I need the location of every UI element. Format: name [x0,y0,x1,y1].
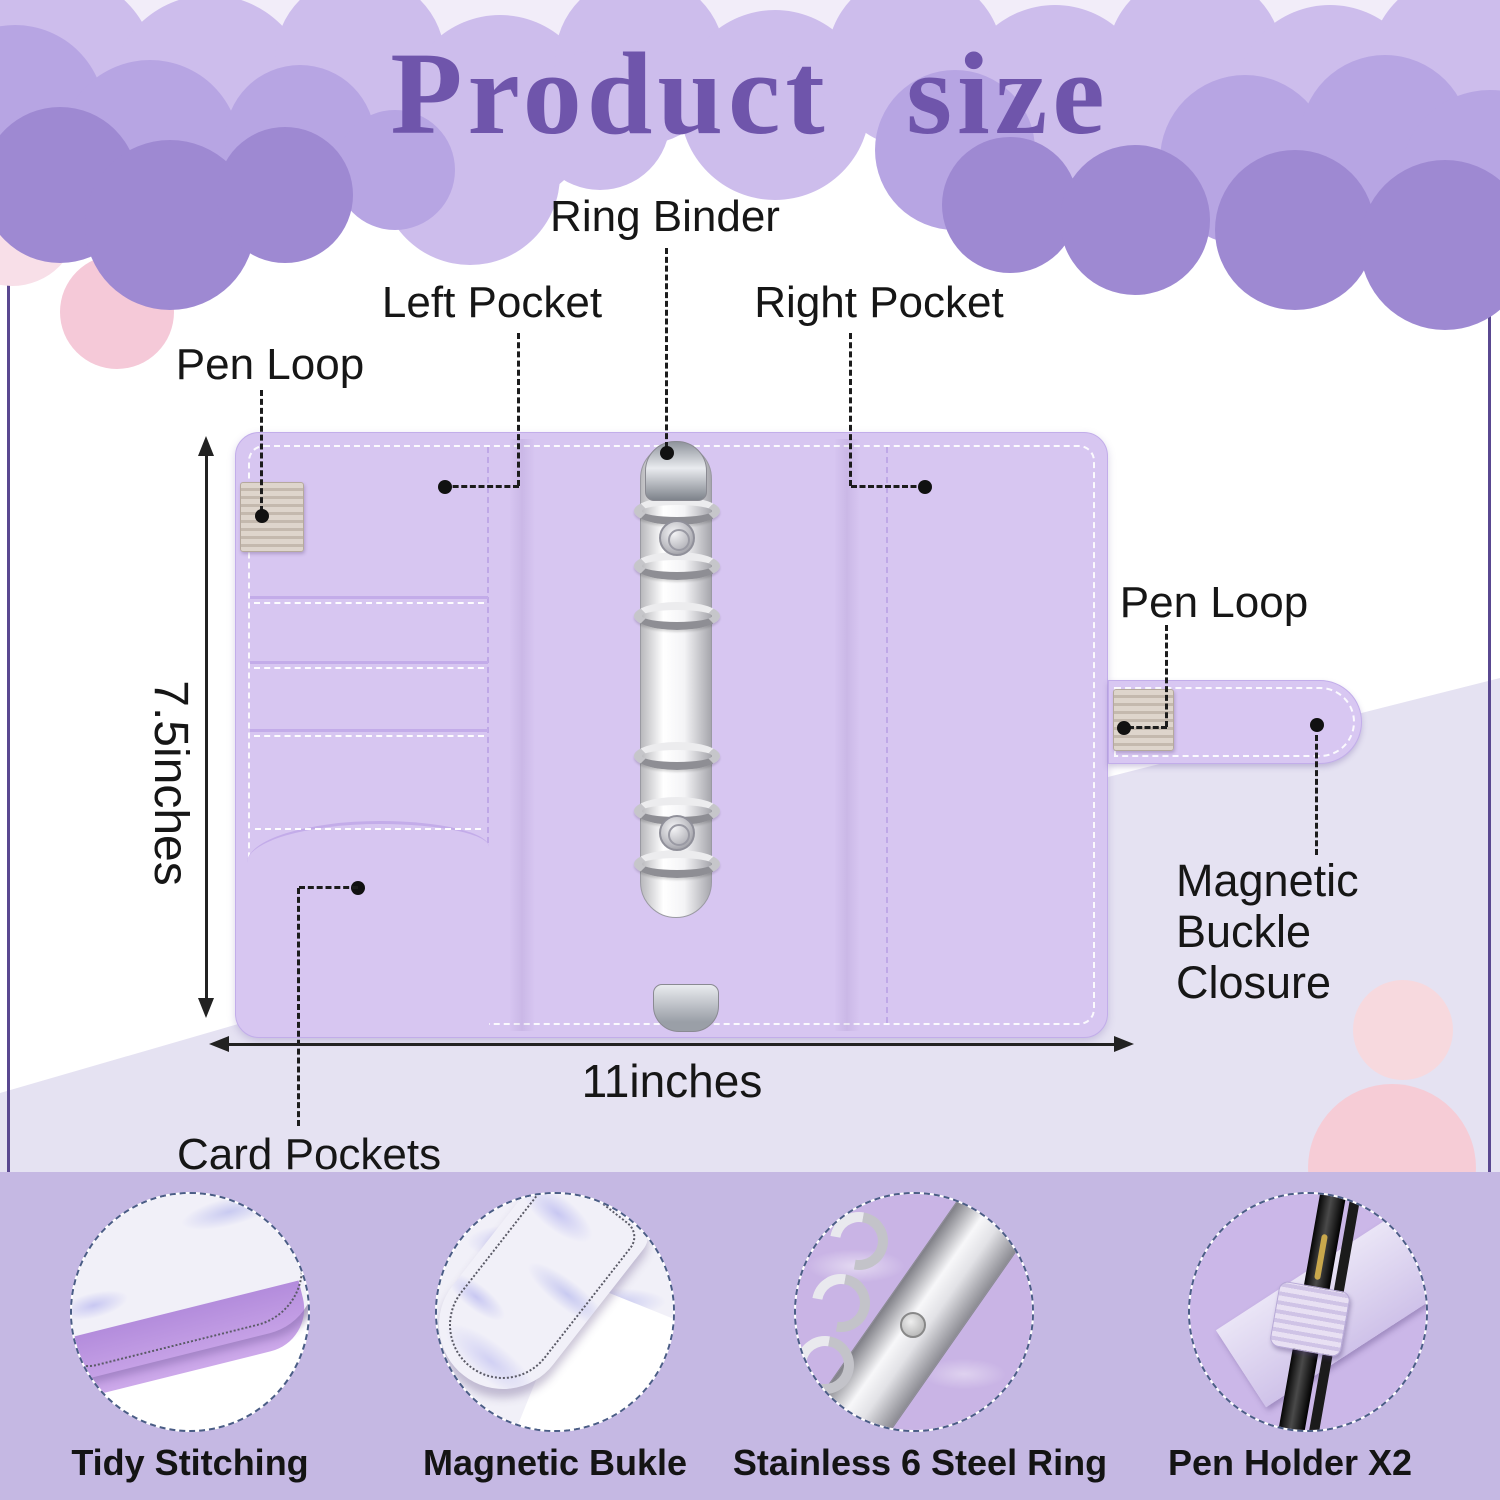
card-slot [250,729,488,737]
leader-dot [351,881,365,895]
leader-dot [1310,718,1324,732]
leader-dot [660,446,674,460]
right-border-line [1488,0,1491,1172]
leader-magnetic-buckle [1315,735,1318,855]
width-dimension-line [226,1043,1118,1046]
card-pocket-large [247,821,489,1025]
height-dimension-value: 7.5inches [144,680,197,886]
left-fold-shadow [509,439,535,1031]
height-dimension-line [205,452,208,1002]
leader-pen-loop-left [260,390,263,512]
label-card-pockets: Card Pockets [177,1130,442,1179]
right-fold-shadow [834,439,860,1031]
label-magnetic-line: Closure [1176,957,1332,1008]
label-right-pocket: Right Pocket [754,278,1004,327]
caption-steel-ring: Stainless 6 Steel Ring [732,1442,1108,1483]
label-magnetic-line: Magnetic [1176,855,1359,906]
ring-screw [900,1312,926,1338]
ring-rivet [659,815,695,851]
leader-left-pocket [444,485,519,488]
caption-tidy-stitching: Tidy Stitching [71,1442,309,1483]
tidy-stitching-photo [70,1192,310,1432]
leader-right-pocket [851,485,925,488]
label-ring-binder: Ring Binder [550,192,780,241]
leader-dot [1117,721,1131,735]
leader-dot [255,509,269,523]
leader-ring-binder [665,248,668,448]
leader-dot [438,480,452,494]
ring-clamp-top [645,441,707,501]
arrowhead-down [198,998,214,1018]
arrowhead-up [198,436,214,456]
leader-pen-loop-right [1165,625,1168,727]
label-magnetic-line: Buckle [1176,906,1312,957]
pen-loop-right-strap [1113,689,1174,751]
left-panel-seam [487,447,489,1023]
binder-ring [634,742,720,770]
leader-left-pocket [517,333,520,486]
ring-clamp-bottom [653,984,719,1032]
card-slot [250,596,488,604]
width-dimension-value: 11inches [581,1055,763,1107]
pen-loop-left-strap [240,482,304,552]
leader-pen-loop-right [1128,726,1167,729]
binder-ring [634,850,720,878]
label-pen-loop-right: Pen Loop [1119,578,1309,627]
left-border-line [7,0,10,1172]
label-magnetic-buckle: Magnetic Buckle Closure [1176,855,1359,1008]
page-title: Product size [390,28,1110,159]
caption-pen-holder: Pen Holder X2 [1167,1442,1413,1483]
binder-ring [634,552,720,580]
leader-dot [918,480,932,494]
steel-ring-photo [794,1192,1034,1432]
magnetic-closure-flap [1108,680,1362,764]
leader-card-pockets [297,888,300,1126]
arrowhead-right [1114,1036,1134,1052]
card-slot [250,661,488,669]
pen-elastic-loop [1268,1280,1352,1358]
caption-magnetic-bukle: Magnetic Bukle [422,1442,688,1483]
leader-right-pocket [849,333,852,486]
leader-card-pockets [299,886,358,889]
binder-ring [634,602,720,630]
ring-rivet [659,520,695,556]
arrowhead-left [209,1036,229,1052]
binder-open-view [235,432,1108,1038]
pen-holder-photo [1188,1192,1428,1432]
pink-dot [1353,980,1453,1080]
magnetic-buckle-photo [435,1192,675,1432]
label-pen-loop-left: Pen Loop [175,340,365,389]
label-left-pocket: Left Pocket [381,278,603,327]
right-panel-seam [886,447,888,1023]
